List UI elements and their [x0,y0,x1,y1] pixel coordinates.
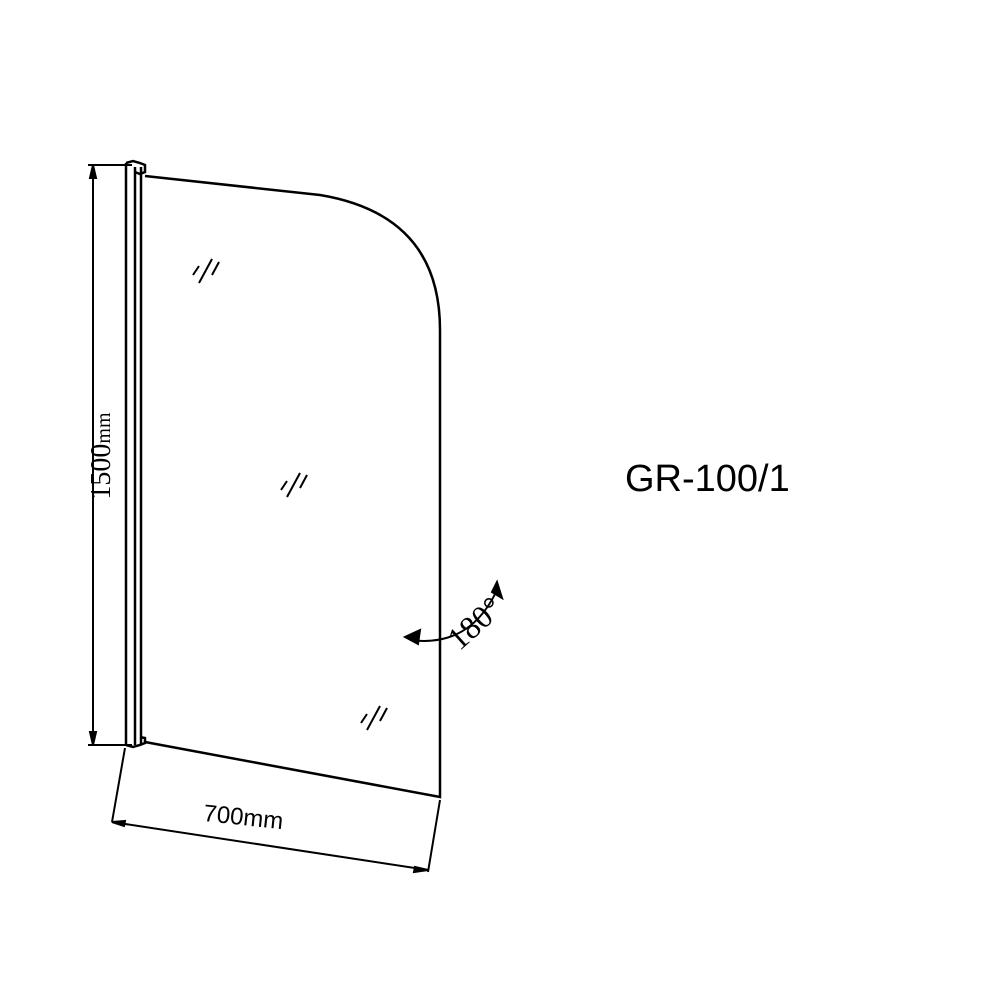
height-unit: mm [93,412,115,444]
wall-profile [124,159,147,749]
glass-panel [144,174,442,799]
width-dimension-line [111,747,441,874]
height-dimension-label: 1500mm [86,406,118,506]
height-value: 1500 [86,443,117,500]
glass-reflection-marks [192,258,388,731]
rotation-arrow-icon [402,579,504,646]
model-name: GR-100/1 [625,458,790,500]
height-dimension-line [88,164,132,746]
